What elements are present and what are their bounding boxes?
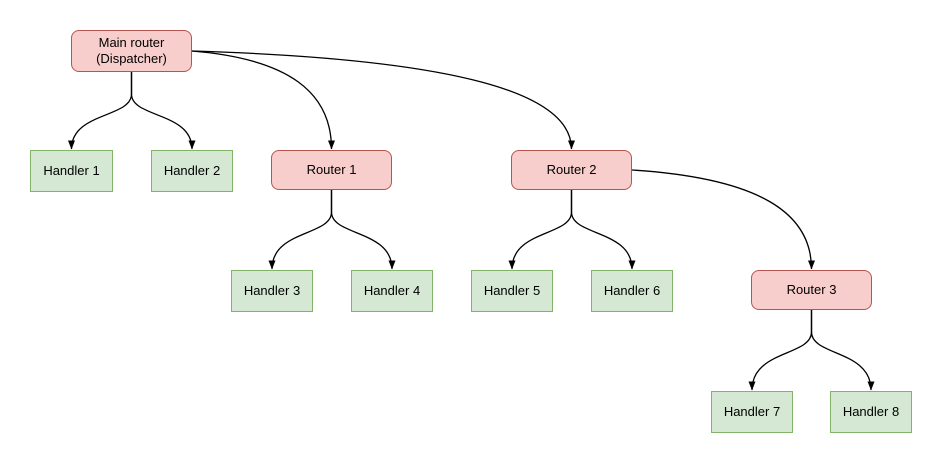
node-label-handler-3: Handler 3 xyxy=(243,282,301,298)
edge-router-1-to-handler-4 xyxy=(330,190,396,270)
node-handler-3: Handler 3 xyxy=(231,270,313,312)
node-label-handler-7: Handler 7 xyxy=(723,403,781,419)
node-handler-1: Handler 1 xyxy=(30,150,113,192)
node-router-1: Router 1 xyxy=(271,150,392,190)
edge-router-2-to-router-3 xyxy=(631,169,815,270)
node-label-handler-6: Handler 6 xyxy=(603,282,661,298)
edge-router-1-to-handler-3 xyxy=(268,190,333,270)
node-label-handler-5: Handler 5 xyxy=(483,282,541,298)
node-handler-8: Handler 8 xyxy=(830,391,912,433)
node-label-router-1: Router 1 xyxy=(306,161,357,177)
node-label-router-3: Router 3 xyxy=(786,281,837,297)
node-main-router: Main router (Dispatcher) xyxy=(71,30,192,72)
edge-main-router-to-router-1 xyxy=(191,50,335,150)
edge-router-3-to-handler-8 xyxy=(810,310,875,391)
node-label-handler-4: Handler 4 xyxy=(363,282,421,298)
node-handler-4: Handler 4 xyxy=(351,270,433,312)
edge-router-2-to-handler-5 xyxy=(508,190,573,270)
edge-router-2-to-handler-6 xyxy=(570,190,636,270)
node-label-handler-2: Handler 2 xyxy=(163,162,221,178)
node-router-3: Router 3 xyxy=(751,270,872,310)
node-label-main-router: Main router (Dispatcher) xyxy=(96,34,167,66)
node-label-router-2: Router 2 xyxy=(546,161,597,177)
edge-main-router-to-handler-1 xyxy=(68,72,133,150)
node-handler-7: Handler 7 xyxy=(711,391,793,433)
edge-main-router-to-router-2 xyxy=(191,50,575,150)
node-handler-6: Handler 6 xyxy=(591,270,673,312)
edge-main-router-to-handler-2 xyxy=(130,72,196,150)
edge-router-3-to-handler-7 xyxy=(748,310,813,391)
node-handler-5: Handler 5 xyxy=(471,270,553,312)
node-label-handler-1: Handler 1 xyxy=(43,162,100,178)
node-label-handler-8: Handler 8 xyxy=(842,403,900,419)
node-handler-2: Handler 2 xyxy=(151,150,233,192)
node-router-2: Router 2 xyxy=(511,150,632,190)
